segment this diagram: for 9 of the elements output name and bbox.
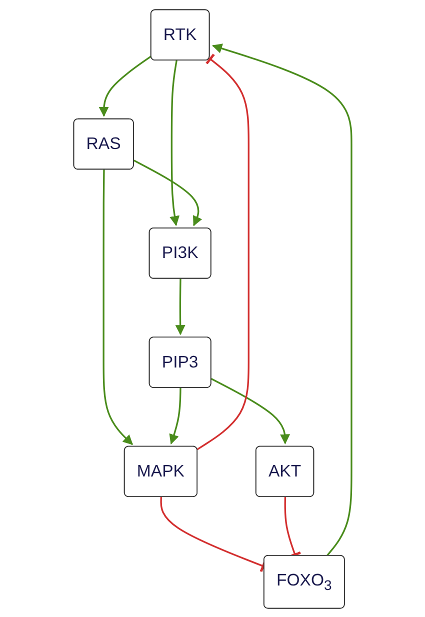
arrow <box>133 159 202 226</box>
arrow <box>169 387 182 444</box>
arrow <box>212 43 352 556</box>
arrow <box>98 54 152 116</box>
connector <box>196 53 250 450</box>
arrow <box>210 378 290 444</box>
arrow <box>175 278 186 335</box>
arrow <box>170 60 180 226</box>
arrow <box>102 169 133 445</box>
